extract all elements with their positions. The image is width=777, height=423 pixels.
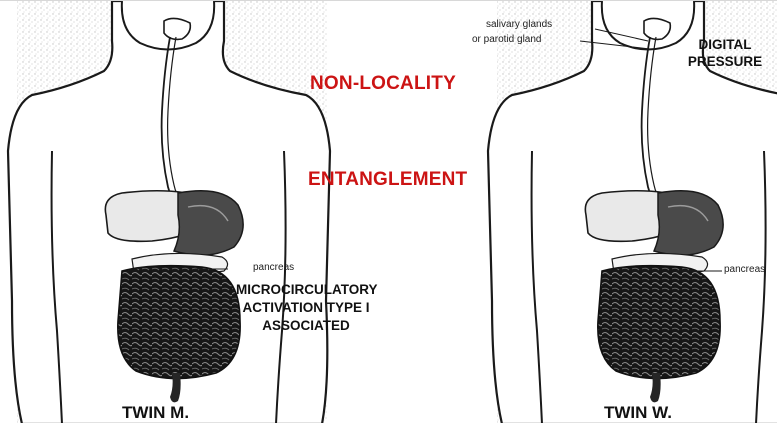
right-pancreas-label: pancreas [724, 264, 765, 275]
left-body-figure [8, 1, 330, 423]
activation-text: MICROCIRCULATORY ACTIVATION TYPE I ASSOC… [236, 281, 376, 335]
activation-line-3: ASSOCIATED [236, 317, 376, 335]
heading-non-locality: NON-LOCALITY [310, 73, 456, 95]
pressure-line-1: DIGITAL [680, 36, 770, 53]
gland-label-line-1: salivary glands [486, 19, 552, 30]
left-pancreas-label: pancreas [253, 262, 294, 273]
pressure-line-2: PRESSURE [680, 53, 770, 70]
activation-line-1: MICROCIRCULATORY [236, 281, 376, 299]
right-twin-name: TWIN W. [604, 403, 672, 423]
activation-line-2: ACTIVATION TYPE I [236, 299, 376, 317]
gland-label-line-2: or parotid gland [472, 34, 542, 45]
left-twin-name: TWIN M. [122, 403, 189, 423]
digital-pressure-text: DIGITAL PRESSURE [680, 36, 770, 70]
heading-entanglement: ENTANGLEMENT [308, 169, 467, 191]
